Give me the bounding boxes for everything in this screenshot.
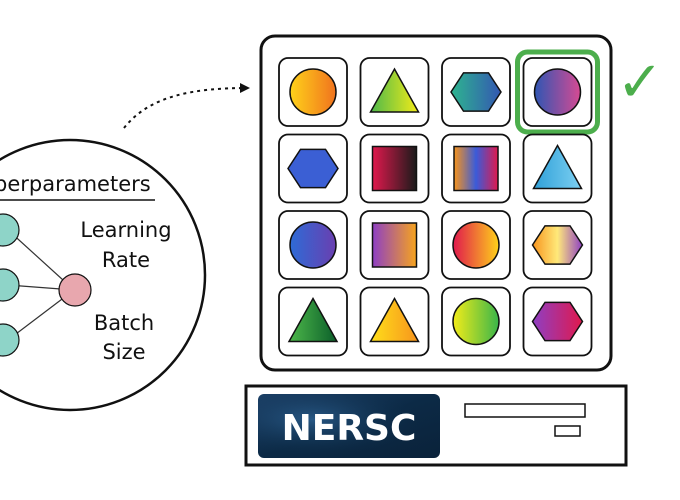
square-shape bbox=[371, 222, 418, 268]
hexagon-shape bbox=[450, 72, 502, 112]
hyperparameters-label: perparameters bbox=[0, 172, 151, 196]
network-circle-outline bbox=[0, 138, 207, 412]
neural-network-panel: perparameters Learning Rate Batch Size bbox=[0, 138, 207, 412]
dashed-arrow bbox=[123, 83, 250, 129]
circle-shape bbox=[452, 221, 500, 269]
nersc-logo-glow bbox=[258, 394, 440, 458]
input-node bbox=[0, 213, 20, 247]
hexagon-shape bbox=[531, 225, 584, 265]
server-slot-small bbox=[554, 425, 581, 437]
circle-shape bbox=[533, 68, 582, 116]
circle-shape bbox=[289, 221, 337, 269]
server-slot-wide bbox=[464, 403, 586, 418]
input-node bbox=[0, 268, 20, 302]
learning-rate-label-line2: Rate bbox=[102, 248, 150, 272]
selected-tile-highlight bbox=[515, 49, 600, 135]
model-grid bbox=[278, 49, 600, 357]
hexagon-shape bbox=[287, 148, 339, 189]
square-shape bbox=[371, 145, 418, 192]
nersc-logo-text: NERSC bbox=[282, 408, 417, 449]
triangle-shape bbox=[287, 296, 339, 343]
triangle-shape bbox=[532, 143, 583, 190]
circle-shape bbox=[289, 68, 337, 116]
triangle-shape bbox=[369, 67, 420, 113]
square-shape bbox=[453, 145, 499, 192]
output-node bbox=[58, 273, 92, 307]
learning-rate-label-line1: Learning bbox=[80, 218, 171, 242]
checkmark-icon: ✓ bbox=[617, 50, 664, 115]
hexagon-shape bbox=[531, 301, 584, 342]
input-node bbox=[0, 323, 20, 357]
batch-size-label-line2: Size bbox=[102, 340, 145, 364]
batch-size-label-line1: Batch bbox=[94, 311, 154, 335]
circle-shape bbox=[452, 297, 500, 346]
triangle-shape bbox=[369, 296, 420, 343]
nersc-server: NERSC bbox=[244, 384, 628, 467]
